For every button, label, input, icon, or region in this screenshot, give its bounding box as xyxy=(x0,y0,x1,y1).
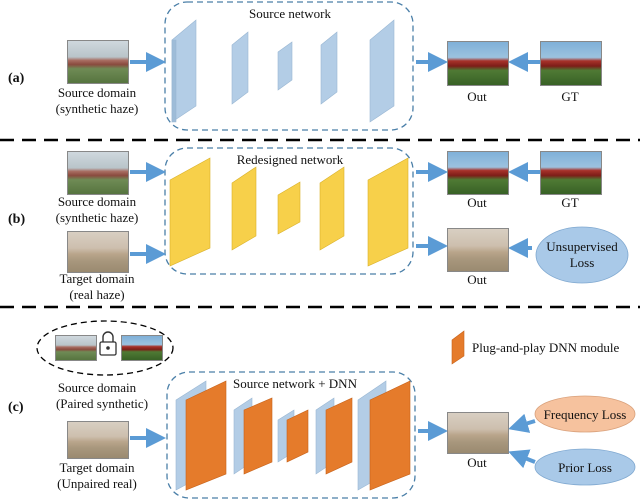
gt-image-a xyxy=(540,41,602,86)
gt-label-a: GT xyxy=(561,89,579,104)
panel-label-c: (c) xyxy=(8,400,24,415)
redesigned-network-box xyxy=(164,147,414,275)
source-input-image-b xyxy=(67,151,129,195)
out-label-a: Out xyxy=(467,89,487,104)
unsupervised-loss-ellipse xyxy=(535,226,629,284)
gt-label-b: GT xyxy=(561,195,579,210)
redesigned-network-layers xyxy=(169,157,409,267)
dnn-network-box xyxy=(166,371,416,499)
paired-synthetic-hazy xyxy=(55,335,97,361)
target-domain-label-b: Target domain xyxy=(59,271,135,286)
prior-loss-ellipse xyxy=(534,448,636,486)
source-domain-label-b: Source domain xyxy=(57,194,137,209)
source-network-layers xyxy=(171,19,395,123)
output-image-c xyxy=(447,412,509,454)
source-input-image-a xyxy=(67,40,129,84)
dnn-network-layers xyxy=(175,380,411,491)
source-domain-label-c: Source domain xyxy=(57,380,137,395)
target-input-image-c xyxy=(67,421,129,459)
source-domain-label-a: Source domain xyxy=(57,85,137,100)
output-image-a xyxy=(447,41,509,86)
lock-icon xyxy=(99,331,117,356)
output-image-b xyxy=(447,151,509,195)
dnn-network-title: Source network + DNN xyxy=(233,376,357,391)
arrows xyxy=(130,52,540,469)
paired-synthetic-ellipse xyxy=(36,320,174,376)
panel-label-a: (a) xyxy=(8,71,25,86)
gt-image-b xyxy=(540,151,602,195)
unsupervised-loss-line1: Unsupervised xyxy=(546,239,618,254)
prior-loss-label: Prior Loss xyxy=(558,460,612,475)
out-label-c: Out xyxy=(467,455,487,470)
source-domain-sub-b: (synthetic haze) xyxy=(55,210,139,225)
target-domain-sub-c: (Unpaired real) xyxy=(57,476,137,491)
target-domain-sub-b: (real haze) xyxy=(69,287,125,302)
dnn-legend-label: Plug-and-play DNN module xyxy=(472,340,620,355)
out-real-label-b: Out xyxy=(467,272,487,287)
output-real-image-b xyxy=(447,228,509,272)
frequency-loss-label: Frequency Loss xyxy=(543,407,627,422)
unsupervised-loss-line2: Loss xyxy=(569,255,595,270)
target-domain-label-c: Target domain xyxy=(59,460,135,475)
source-network-box xyxy=(164,1,414,131)
frequency-loss-ellipse xyxy=(534,395,636,433)
out-label-b: Out xyxy=(467,195,487,210)
source-domain-sub-a: (synthetic haze) xyxy=(55,101,139,116)
paired-synthetic-clear xyxy=(121,335,163,361)
dnn-legend-swatch xyxy=(451,330,465,365)
target-input-image-b xyxy=(67,231,129,273)
panel-label-b: (b) xyxy=(8,212,26,227)
source-network-title: Source network xyxy=(249,6,331,21)
redesigned-network-title: Redesigned network xyxy=(236,152,344,167)
source-domain-sub-c: (Paired synthetic) xyxy=(55,396,149,411)
